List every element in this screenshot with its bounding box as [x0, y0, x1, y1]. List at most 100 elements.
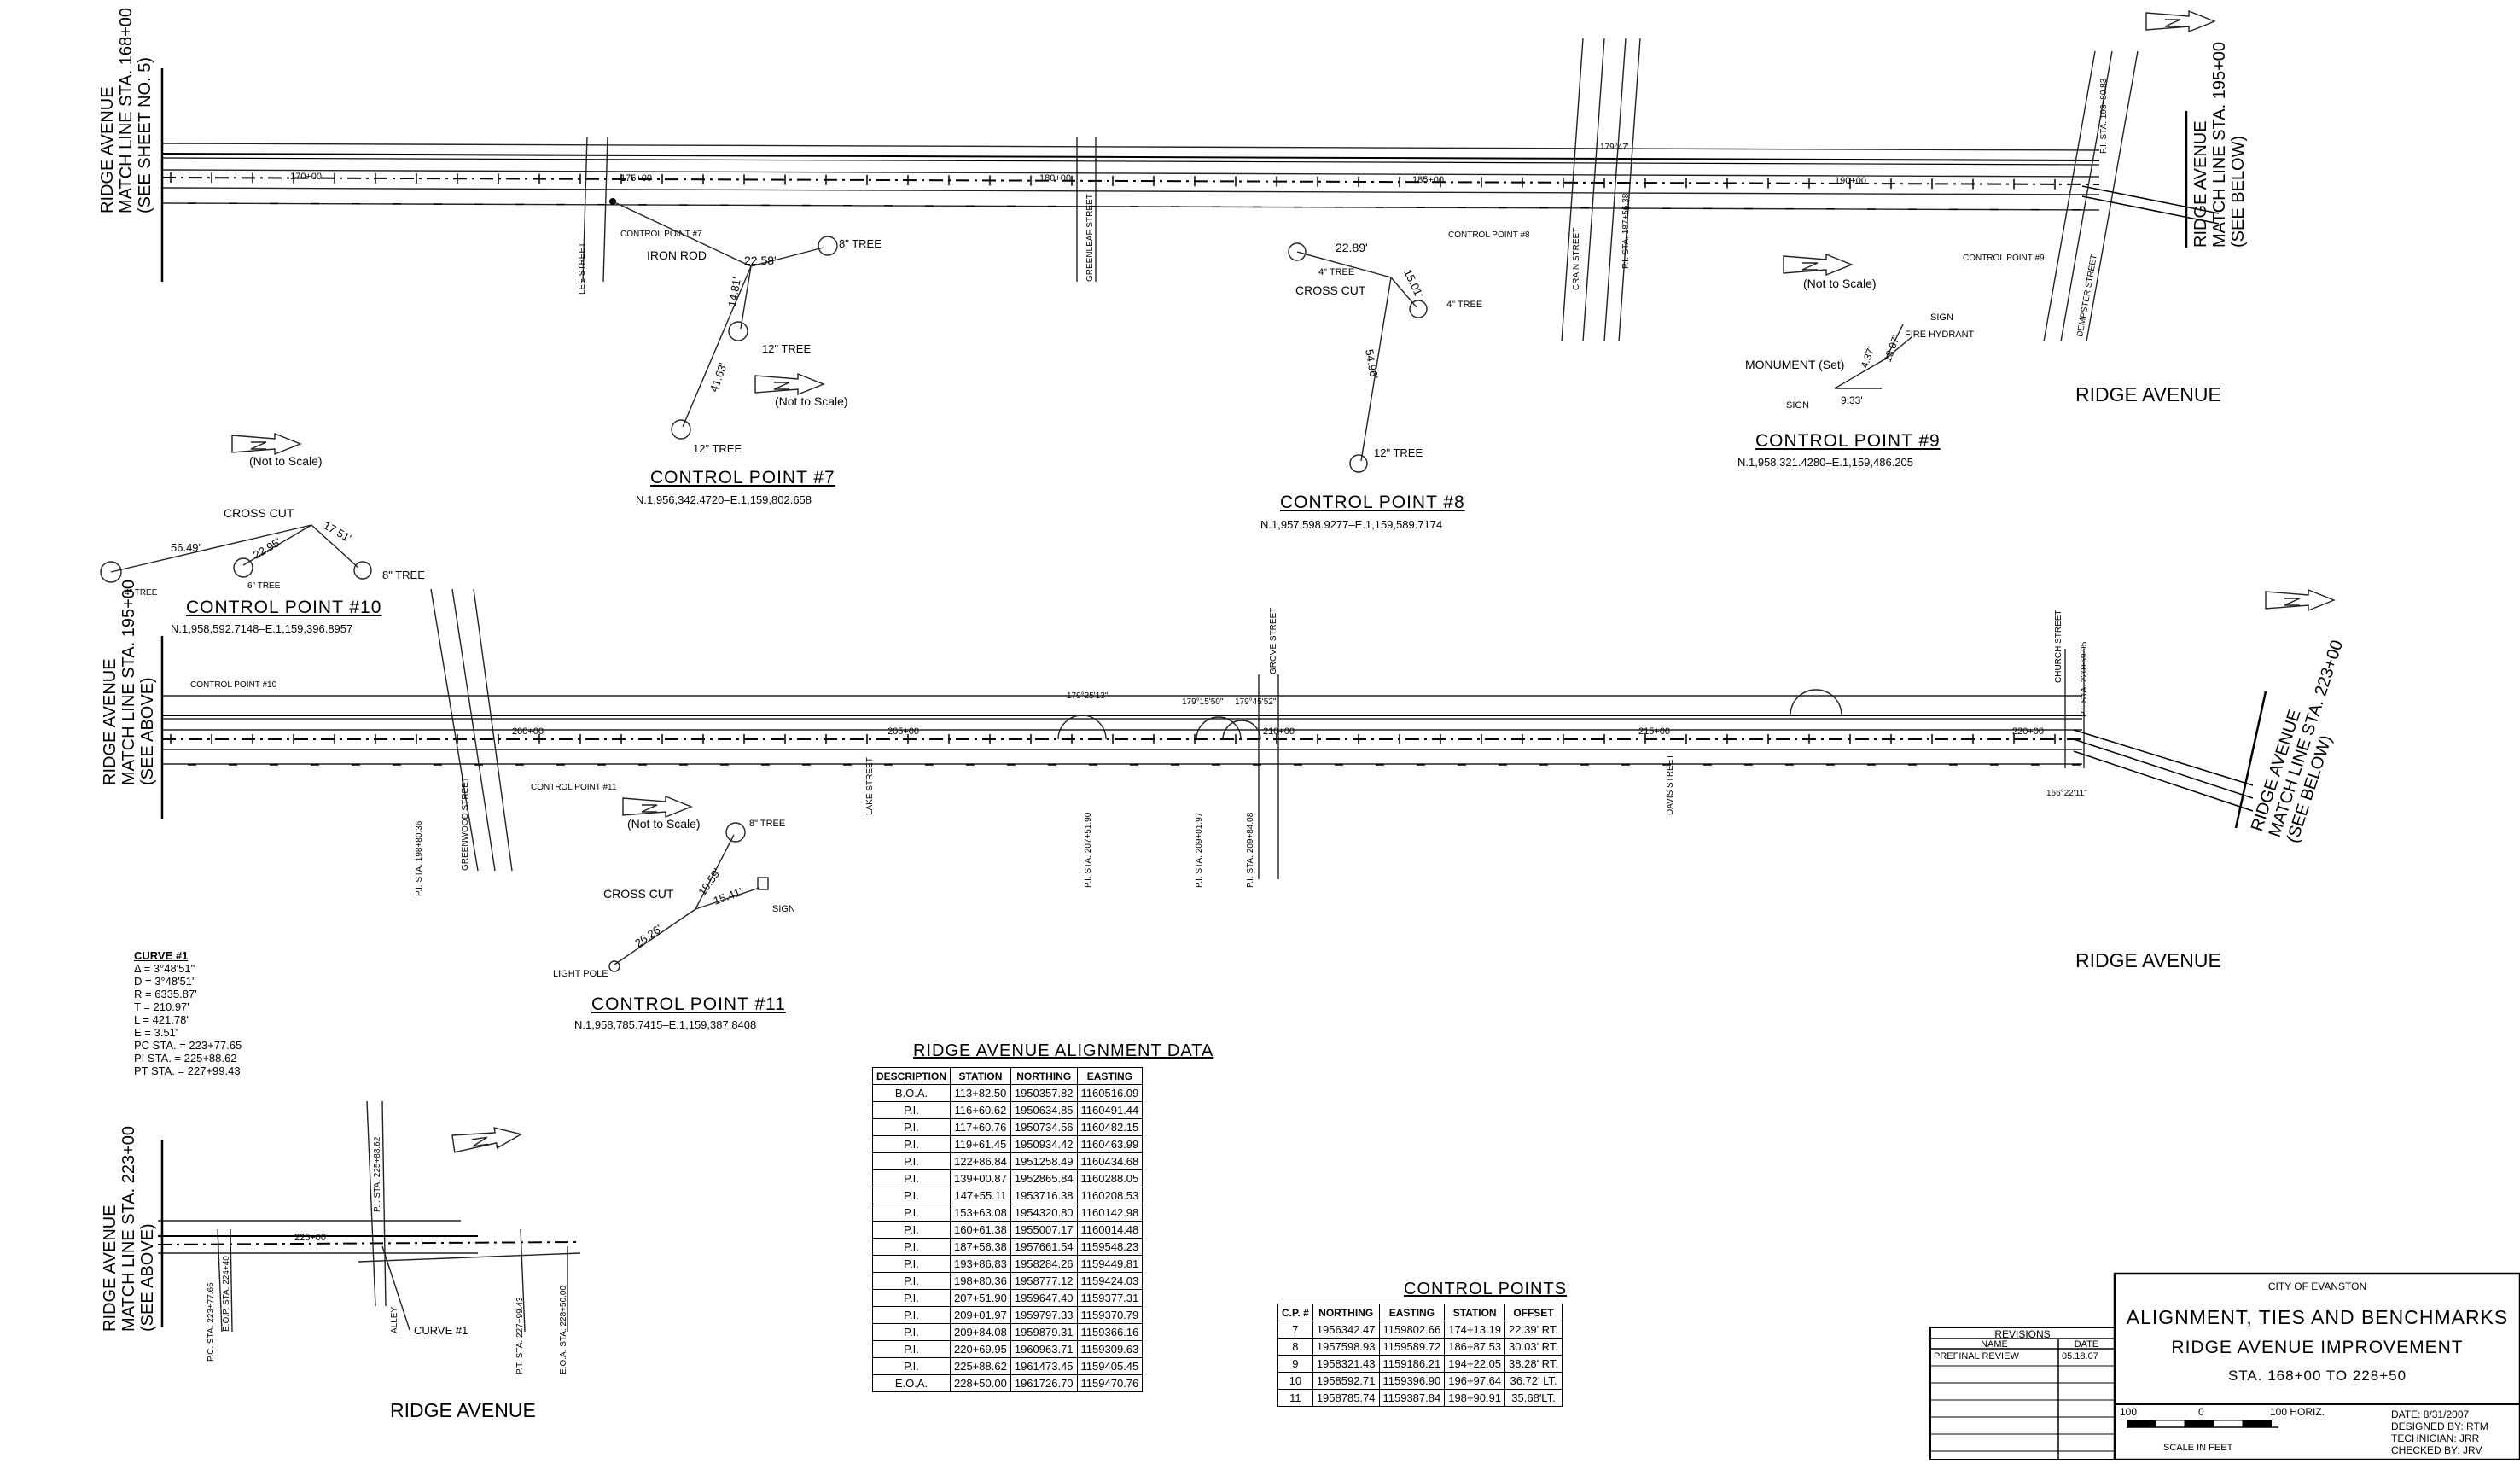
alignment-table-cell: P.I.	[871, 1340, 952, 1358]
svg-text:6" TREE: 6" TREE	[247, 581, 281, 591]
curve-line: PC STA. = 223+77.65	[134, 1039, 242, 1052]
svg-text:205+00: 205+00	[888, 726, 919, 737]
alignment-table-cell: 1959879.31	[1010, 1323, 1078, 1341]
control-points-table-cell: 1159589.72	[1378, 1338, 1446, 1356]
pi-station-labels: P.I. STA. 187+56.38 P.I. STA. 193+80.83 …	[207, 78, 2109, 1374]
svg-text:22.58': 22.58'	[744, 254, 777, 267]
alignment-table-header-cell: NORTHING	[1010, 1067, 1078, 1085]
alignment-table-cell: 198+80.36	[950, 1272, 1011, 1290]
control-points-table-cell: 9	[1277, 1355, 1313, 1373]
cp9-ties: SIGN FIRE HYDRANT MONUMENT (Set) 4.37' 1…	[1745, 312, 1975, 411]
svg-text:179°47': 179°47'	[1600, 143, 1629, 152]
svg-text:215+00: 215+00	[1638, 726, 1670, 737]
svg-text:E.O.P. STA. 224+40: E.O.P. STA. 224+40	[222, 1256, 231, 1332]
control-points-table-cell: 1957598.93	[1312, 1338, 1380, 1356]
svg-text:(SEE ABOVE): (SEE ABOVE)	[138, 1223, 157, 1332]
svg-text:GREENLEAF STREET: GREENLEAF STREET	[1085, 194, 1095, 282]
alignment-table-cell: 1950734.56	[1010, 1118, 1078, 1136]
curve-line: PT STA. = 227+99.43	[134, 1064, 241, 1077]
cp8-tie-sketch	[1288, 242, 1428, 473]
svg-text:(SEE ABOVE): (SEE ABOVE)	[138, 677, 157, 785]
svg-text:8" TREE: 8" TREE	[749, 819, 785, 829]
svg-text:DEMPSTER STREET: DEMPSTER STREET	[2075, 254, 2099, 337]
curve-title: CURVE #1	[134, 949, 189, 962]
svg-text:8" TREE: 8" TREE	[382, 569, 425, 581]
svg-text:MATCH LINE STA. 223+00: MATCH LINE STA. 223+00	[119, 1126, 138, 1332]
alignment-table-cell: 1954320.80	[1010, 1204, 1078, 1222]
alignment-table-cell: B.O.A.	[871, 1084, 952, 1102]
control-points-table-header-cell: C.P. #	[1277, 1304, 1313, 1321]
alignment-table-cell: 1159366.16	[1076, 1323, 1144, 1341]
cp7-title: CONTROL POINT #7	[650, 468, 835, 487]
curve-data: CURVE #1 Δ = 3°48'51"D = 3°48'51"R = 633…	[134, 949, 242, 1077]
alignment-table-cell: 1961726.70	[1010, 1374, 1078, 1392]
svg-text:190+00: 190+00	[1835, 176, 1866, 186]
svg-text:220+00: 220+00	[2012, 726, 2044, 737]
roadway-mid	[162, 695, 2254, 812]
svg-text:LAKE STREET: LAKE STREET	[865, 757, 875, 815]
curve-line: D = 3°48'51"	[134, 975, 196, 988]
svg-text:54.96': 54.96'	[1363, 348, 1381, 380]
svg-text:(SEE SHEET NO. 5): (SEE SHEET NO. 5)	[136, 57, 154, 213]
alignment-table-cell: 1950934.42	[1010, 1135, 1078, 1153]
svg-text:4" TREE: 4" TREE	[125, 588, 158, 598]
control-points-table-cell: 35.68'LT.	[1504, 1389, 1563, 1407]
svg-text:P.I. STA. 220+69.95: P.I. STA. 220+69.95	[2080, 641, 2089, 717]
revisions-title: REVISIONS	[1994, 1328, 2051, 1340]
svg-text:4" TREE: 4" TREE	[1446, 300, 1482, 310]
control-points-table-cell: 11	[1277, 1389, 1313, 1407]
svg-text:SIGN: SIGN	[1786, 400, 1809, 411]
revisions-header-date: DATE	[2074, 1339, 2099, 1350]
svg-text:22.95': 22.95'	[251, 535, 283, 561]
alignment-table-cell: 1160434.68	[1076, 1152, 1144, 1170]
svg-text:IRON ROD: IRON ROD	[647, 248, 707, 262]
match-line-top-left: RIDGE AVENUE MATCH LINE STA. 168+00 (SEE…	[98, 8, 154, 213]
alignment-table-cell: P.I.	[871, 1101, 952, 1119]
svg-text:RIDGE AVENUE: RIDGE AVENUE	[101, 1204, 119, 1332]
alignment-table-cell: 225+88.62	[950, 1357, 1011, 1375]
control-points-table-header-cell: NORTHING	[1312, 1304, 1380, 1321]
alignment-table-cell: 1951258.49	[1010, 1152, 1078, 1170]
svg-text:MATCH LINE STA. 195+00: MATCH LINE STA. 195+00	[119, 580, 138, 785]
alignment-table-cell: 113+82.50	[950, 1084, 1011, 1102]
alignment-table-cell: P.I.	[871, 1323, 952, 1341]
alignment-table-cell: P.I.	[871, 1152, 952, 1170]
alignment-table-cell: 117+60.76	[950, 1118, 1011, 1136]
svg-text:CROSS CUT: CROSS CUT	[224, 506, 294, 520]
scale-mid: 0	[2198, 1406, 2204, 1418]
street-label-top: RIDGE AVENUE	[2075, 383, 2221, 405]
alignment-table-cell: 1160463.99	[1076, 1135, 1144, 1153]
match-line-top-right: RIDGE AVENUE MATCH LINE STA. 195+00 (SEE…	[2191, 42, 2248, 248]
alignment-table-header-cell: STATION	[950, 1067, 1011, 1085]
alignment-table-cell: 1159405.45	[1076, 1357, 1144, 1375]
svg-text:LIGHT POLE: LIGHT POLE	[553, 969, 608, 979]
technician-field: TECHNICIAN: JRR	[2391, 1432, 2480, 1444]
cross-streets-mid	[430, 588, 2085, 879]
city-name: CITY OF EVANSTON	[2267, 1280, 2367, 1292]
cp10-ties: CROSS CUT 17.51' 56.49' 22.95' 6" TREE 4…	[125, 506, 425, 598]
cp10-title: CONTROL POINT #10	[186, 598, 382, 617]
svg-text:179°45'52": 179°45'52"	[1235, 697, 1277, 707]
control-points-table-cell: 1159396.90	[1378, 1372, 1446, 1390]
match-line-mid-right: RIDGE AVENUE MATCH LINE STA. 223+00 (SEE…	[2248, 638, 2347, 845]
svg-text:CHURCH STREET: CHURCH STREET	[2054, 610, 2063, 683]
alignment-table-cell: P.I.	[871, 1289, 952, 1307]
svg-text:P.C. STA. 223+77.65: P.C. STA. 223+77.65	[207, 1282, 216, 1362]
alignment-table-cell: 1953716.38	[1010, 1187, 1078, 1204]
alignment-table-cell: 193+86.83	[950, 1255, 1011, 1273]
alignment-table-cell: 1950357.82	[1010, 1084, 1078, 1102]
control-points-table-cell: 1958592.71	[1312, 1372, 1380, 1390]
revision-date: 05.18.07	[2062, 1351, 2098, 1362]
alignment-table-cell: 160+61.38	[950, 1221, 1011, 1239]
